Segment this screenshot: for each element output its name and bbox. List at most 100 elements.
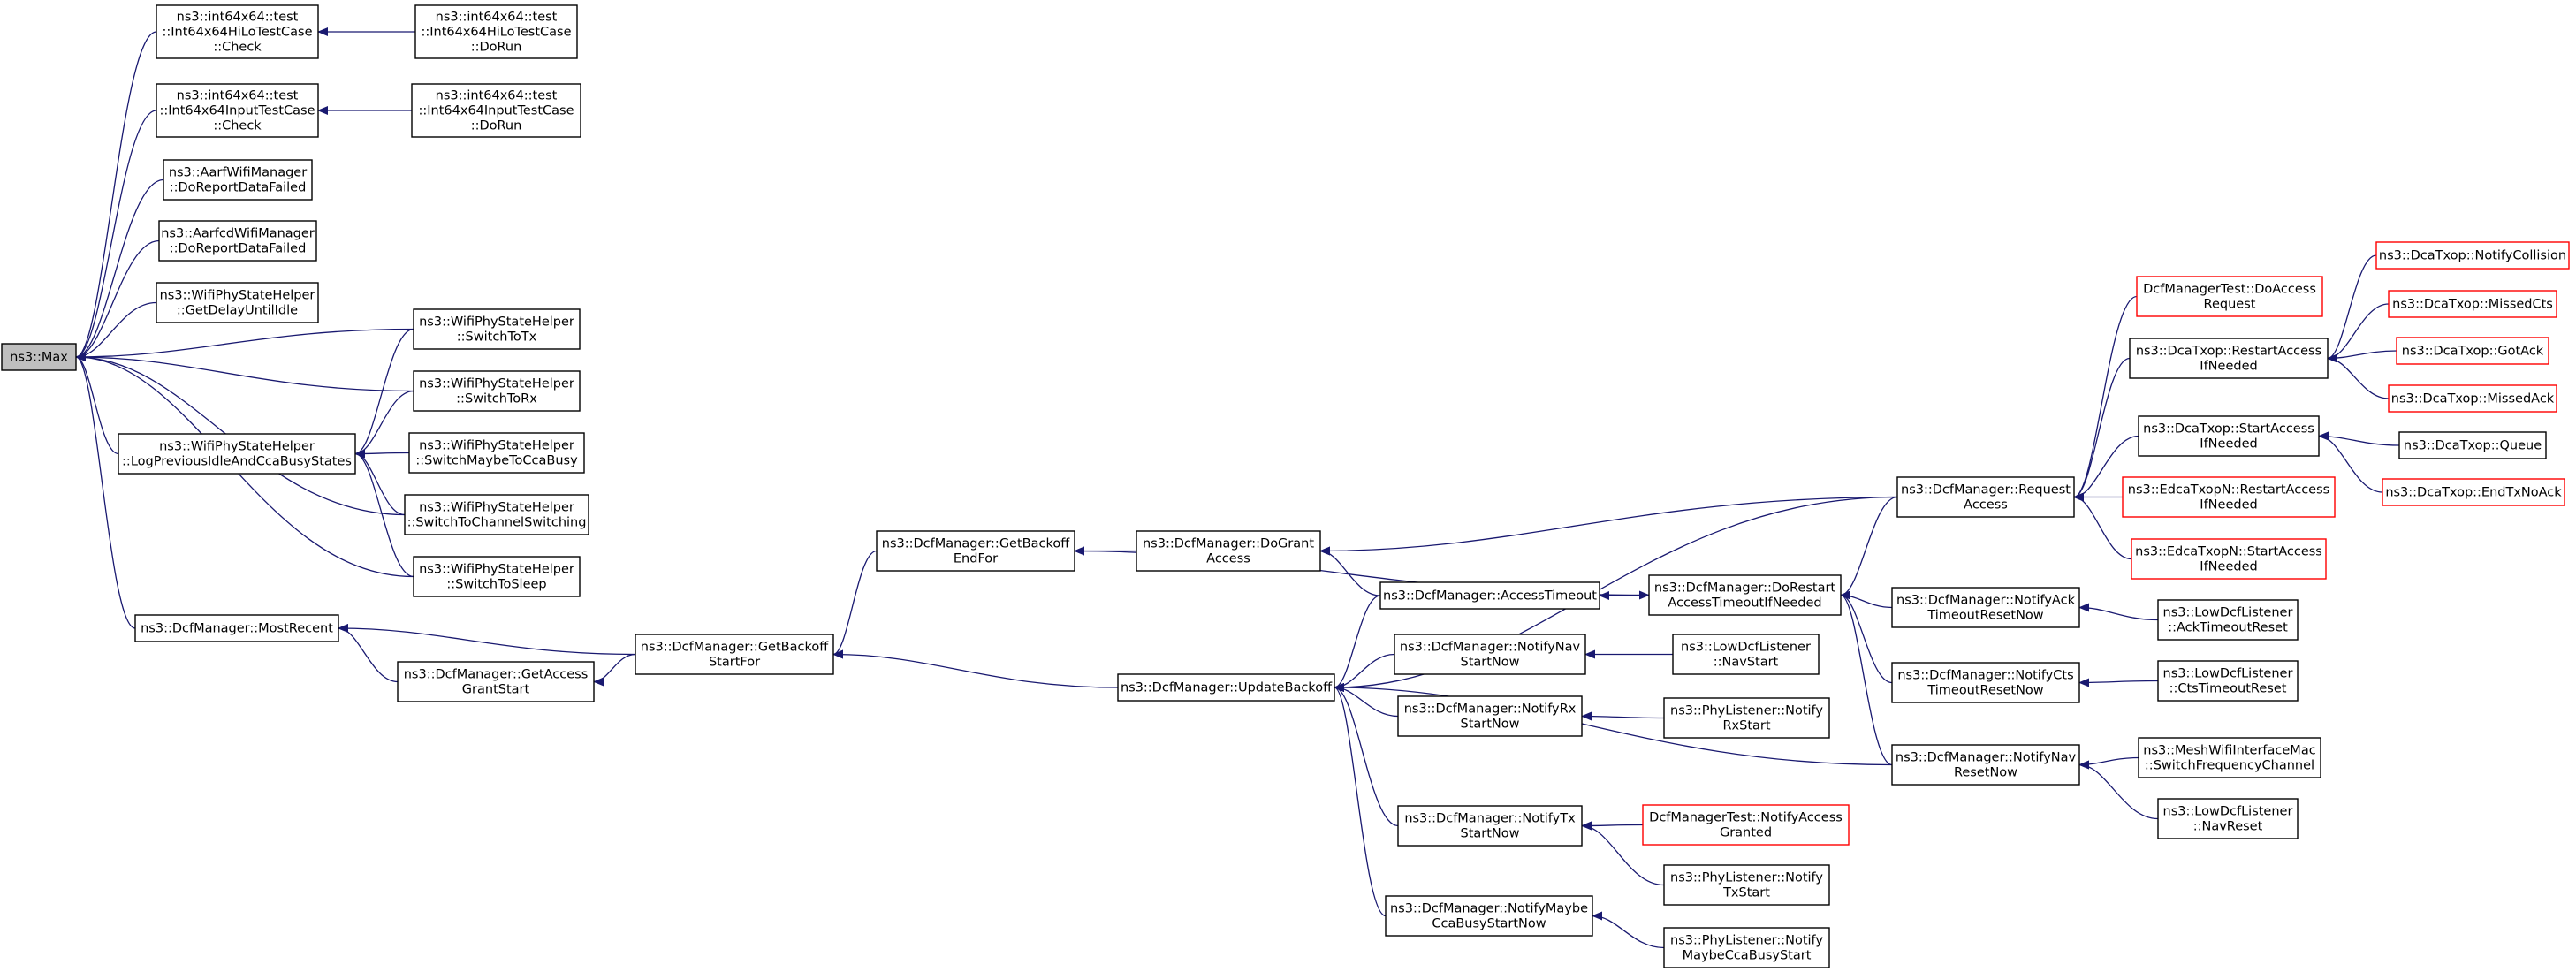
node-lownavreset[interactable]: ns3::LowDcfListener::NavReset [2157, 798, 2299, 839]
node-logprev[interactable]: ns3::WifiPhyStateHelper::LogPreviousIdle… [118, 433, 356, 475]
node-box [1663, 864, 1830, 906]
node-getdelay[interactable]: ns3::WifiPhyStateHelper::GetDelayUntilId… [156, 282, 319, 323]
node-label-line: ns3::DcfManager::NotifyNav [1400, 641, 1581, 655]
node-box [156, 83, 319, 138]
node-label-line: ns3::PhyListener::Notify [1670, 934, 1823, 948]
node-meshswitch[interactable]: ns3::MeshWifiInterfaceMac::SwitchFrequen… [2138, 737, 2321, 778]
node-notifycollision[interactable]: ns3::DcaTxop::NotifyCollision [2375, 241, 2570, 270]
node-box [156, 4, 319, 59]
node-missedcts[interactable]: ns3::DcaTxop::MissedCts [2388, 290, 2557, 318]
node-notifymaybecca[interactable]: ns3::DcfManager::NotifyMaybeCcaBusyStart… [1385, 895, 1593, 937]
node-label-line: ns3::PhyListener::Notify [1670, 704, 1823, 718]
node-label-line: ns3::DcfManager::NotifyMaybe [1390, 902, 1588, 916]
edge-notifytxstart-to-updatebackoff [1334, 683, 1399, 827]
node-label-line: ns3::DcfManager::UpdateBackoff [1121, 681, 1333, 695]
node-label-line: ns3::DcfManager::Request [1901, 483, 2071, 497]
edge-dcftestdoaccess-to-requestaccess [2073, 295, 2138, 502]
node-label-line: ResetNow [1954, 766, 2017, 780]
node-updatebackoff[interactable]: ns3::DcfManager::UpdateBackoff [1117, 673, 1335, 702]
node-i64input-dorun[interactable]: ns3::int64x64::test::Int64x64InputTestCa… [411, 83, 581, 138]
node-notifycts[interactable]: ns3::DcfManager::NotifyCtsTimeoutResetNo… [1891, 662, 2080, 703]
node-accesstimeout[interactable]: ns3::DcfManager::AccessTimeout [1379, 581, 1600, 610]
edge-queue-to-startaccess [2318, 431, 2400, 446]
node-label-line: ns3::DcfManager::NotifyNav [1896, 751, 2077, 765]
node-box [1136, 530, 1321, 572]
node-label-line: ns3::EdcaTxopN::StartAccess [2135, 545, 2322, 559]
node-phymaybecca[interactable]: ns3::PhyListener::NotifyMaybeCcaBusyStar… [1663, 927, 1830, 968]
node-box [1397, 805, 1583, 847]
node-switchtotx[interactable]: ns3::WifiPhyStateHelper::SwitchToTx [413, 308, 581, 350]
node-gotack[interactable]: ns3::DcaTxop::GotAck [2396, 337, 2549, 365]
node-box [414, 4, 578, 59]
node-box [163, 159, 313, 201]
node-switchmaybe[interactable]: ns3::WifiPhyStateHelper::SwitchMaybeToCc… [408, 432, 585, 474]
node-label-line: ::DoReportDataFailed [170, 181, 307, 195]
node-label-line: StartFor [709, 656, 760, 670]
node-switchsleep[interactable]: ns3::WifiPhyStateHelper::SwitchToSleep [413, 556, 581, 597]
node-box [2398, 431, 2547, 459]
node-box [2138, 415, 2320, 457]
node-label-line: ns3::LowDcfListener [2163, 667, 2293, 681]
node-notifyack[interactable]: ns3::DcfManager::NotifyAckTimeoutResetNo… [1891, 587, 2080, 628]
node-box [1, 343, 77, 371]
node-box [2122, 476, 2336, 518]
node-i64hilo-dorun[interactable]: ns3::int64x64::test::Int64x64HiLoTestCas… [414, 4, 578, 59]
edge-requestaccess-to-dogrant [1319, 496, 1898, 556]
node-queue[interactable]: ns3::DcaTxop::Queue [2398, 431, 2547, 459]
node-switchchan[interactable]: ns3::WifiPhyStateHelper::SwitchToChannel… [404, 494, 589, 535]
node-box [876, 530, 1075, 572]
node-missedack[interactable]: ns3::DcaTxop::MissedAck [2388, 384, 2557, 413]
node-label-line: Access [1964, 498, 2008, 513]
node-label-line: ns3::DcfManager::NotifyRx [1404, 702, 1577, 717]
node-label-line: ns3::int64x64::test [436, 11, 558, 25]
edge-switchmaybe-to-logprev [354, 449, 410, 459]
node-label-line: ::SwitchToSleep [446, 578, 546, 592]
node-box [635, 634, 834, 675]
node-label-line: ns3::DcaTxop::GotAck [2402, 345, 2544, 359]
node-i64hilo-check[interactable]: ns3::int64x64::test::Int64x64HiLoTestCas… [156, 4, 319, 59]
edge-getdelay-to-max [75, 301, 157, 361]
node-i64input-check[interactable]: ns3::int64x64::test::Int64x64InputTestCa… [156, 83, 319, 138]
node-lowcts[interactable]: ns3::LowDcfListener::CtsTimeoutReset [2157, 660, 2299, 702]
node-box [1117, 673, 1335, 702]
node-label-line: ns3::DcfManager::MostRecent [141, 622, 333, 636]
node-max[interactable]: ns3::Max [1, 343, 77, 371]
node-label-line: ns3::WifiPhyStateHelper [419, 501, 574, 515]
node-aarf[interactable]: ns3::AarfWifiManager::DoReportDataFailed [163, 159, 313, 201]
node-dorestart[interactable]: ns3::DcfManager::DoRestartAccessTimeoutI… [1648, 574, 1842, 616]
node-label-line: IfNeeded [2200, 437, 2257, 452]
node-mostrecent[interactable]: ns3::DcfManager::MostRecent [134, 614, 339, 642]
node-aarfcd[interactable]: ns3::AarfcdWifiManager::DoReportDataFail… [158, 220, 317, 262]
node-label-line: IfNeeded [2200, 360, 2257, 374]
node-switchtorx[interactable]: ns3::WifiPhyStateHelper::SwitchToRx [413, 370, 581, 412]
node-label-line: ns3::PhyListener::Notify [1670, 871, 1823, 885]
node-box [1379, 581, 1600, 610]
node-label-line: EndFor [954, 552, 998, 566]
node-label-line: ns3::AarfWifiManager [169, 166, 307, 180]
node-label-line: ns3::WifiPhyStateHelper [419, 563, 574, 577]
node-lownavstart[interactable]: ns3::LowDcfListener::NavStart [1672, 634, 1820, 675]
node-box [2157, 660, 2299, 702]
node-lowack[interactable]: ns3::LowDcfListener::AckTimeoutReset [2157, 599, 2299, 641]
node-label-line: ns3::DcfManager::DoGrant [1143, 537, 1314, 551]
edge-switchtorx-to-logprev [354, 390, 414, 459]
node-box [411, 83, 581, 138]
node-endtxnoack[interactable]: ns3::DcaTxop::EndTxNoAck [2382, 478, 2565, 506]
